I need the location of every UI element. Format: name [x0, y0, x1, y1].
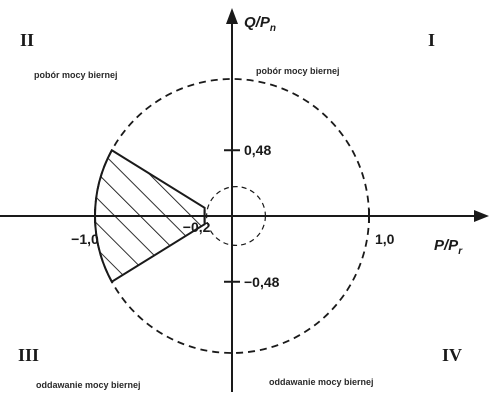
quadrant-desc-i: pobór mocy biernej	[256, 66, 340, 76]
tick-label-y-neg: −0,48	[244, 274, 280, 290]
quadrant-number-i: I	[428, 30, 435, 50]
quadrant-desc-iv: oddawanie mocy biernej	[269, 377, 374, 387]
tick-label-y-pos: 0,48	[244, 142, 271, 158]
quadrant-desc-iii: oddawanie mocy biernej	[36, 380, 141, 390]
tick-label-x-neg-small: −0,2	[183, 219, 211, 235]
quadrant-desc-ii: pobór mocy biernej	[34, 70, 118, 80]
tick-label-x-pos-one: 1,0	[375, 231, 395, 247]
quadrant-number-iv: IV	[442, 345, 462, 365]
operating-region-outline	[94, 148, 206, 284]
y-axis-arrow-icon	[226, 8, 238, 24]
x-axis-arrow-icon	[474, 210, 489, 222]
quadrant-number-iii: III	[18, 345, 39, 365]
y-axis-label: Q/Pn	[244, 14, 276, 34]
tick-label-x-neg-one: −1,0	[71, 231, 99, 247]
x-axis-label: P/Pr	[434, 237, 463, 257]
quadrant-number-ii: II	[20, 30, 34, 50]
